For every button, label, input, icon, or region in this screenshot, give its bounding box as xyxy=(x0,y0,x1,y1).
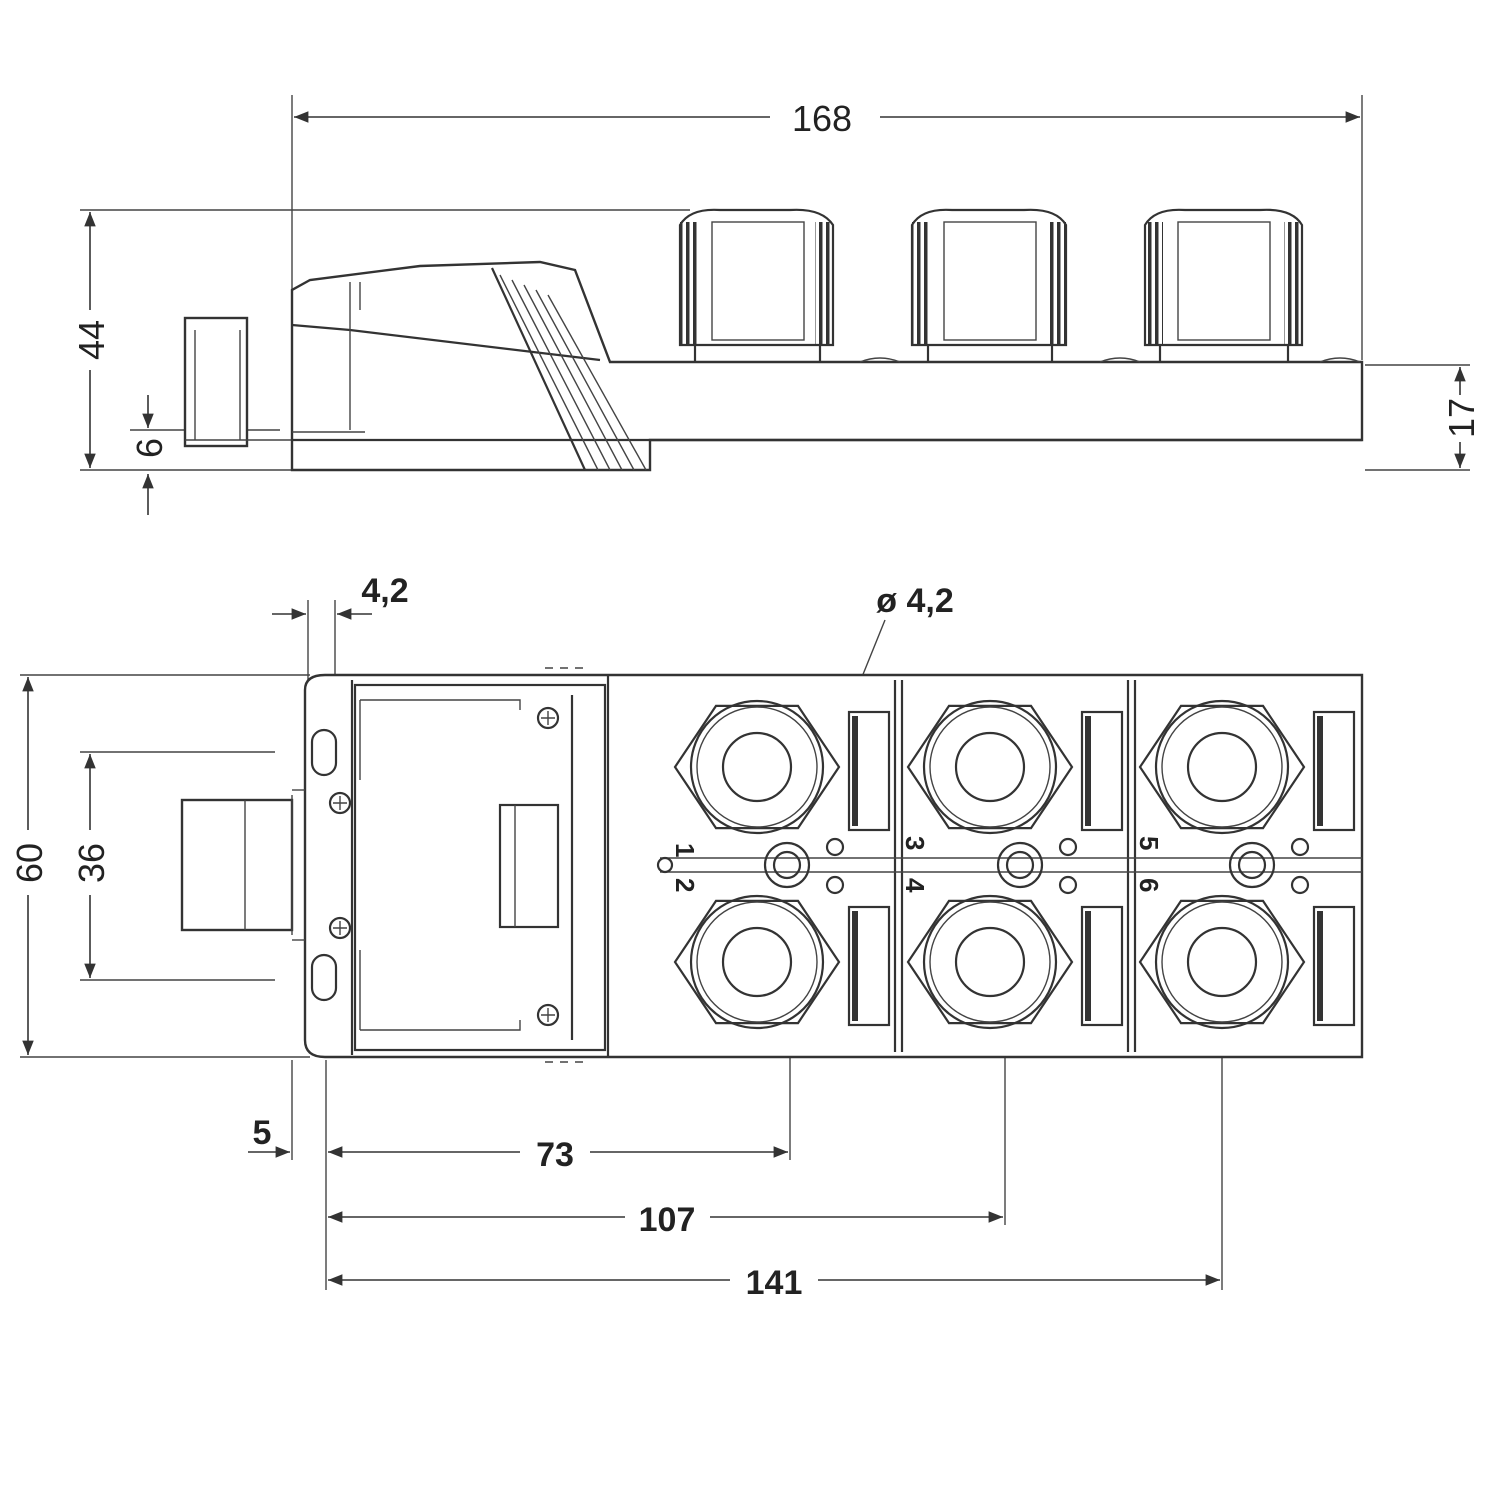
dimension-73: 73 xyxy=(328,1136,788,1174)
dimension-141: 141 xyxy=(328,1264,1220,1302)
mount-hole-width-label: 4,2 xyxy=(361,572,408,610)
port-number-4: 4 xyxy=(900,878,930,893)
base-height-label: 17 xyxy=(1441,398,1482,438)
side-view: 168 44 6 17 xyxy=(71,95,1482,515)
dimension-6: 6 xyxy=(129,395,280,515)
indicator-dot xyxy=(656,856,674,874)
port-number-3: 3 xyxy=(900,836,930,850)
mount-hole-2 xyxy=(996,837,1078,895)
screw xyxy=(328,791,352,815)
port-number-5: 5 xyxy=(1134,836,1164,850)
mount-hole-3 xyxy=(1228,837,1310,895)
port-number-1: 1 xyxy=(670,843,700,857)
dimension-hole-width: 4,2 xyxy=(272,572,409,620)
side-cap-1 xyxy=(678,208,835,362)
side-cap-3 xyxy=(1143,208,1304,362)
screw xyxy=(536,1003,560,1027)
dimension-5: 5 xyxy=(248,1114,290,1158)
side-cap-2 xyxy=(910,208,1068,362)
port-distance-2-label: 107 xyxy=(639,1201,696,1239)
port-number-6: 6 xyxy=(1134,878,1164,892)
port-6 xyxy=(1138,894,1356,1030)
screw xyxy=(536,706,560,730)
port-grid xyxy=(656,699,1356,1030)
mount-hole-diameter-label: ø 4,2 xyxy=(876,582,953,620)
port-distance-3-label: 141 xyxy=(746,1264,803,1302)
connector-offset-label: 6 xyxy=(129,438,170,458)
mount-spacing-label: 36 xyxy=(71,843,112,883)
overall-length-label: 168 xyxy=(792,98,852,139)
edge-offset-label: 5 xyxy=(253,1114,272,1152)
dimension-168: 168 xyxy=(294,98,1360,139)
dimension-44: 44 xyxy=(71,212,112,468)
port-distance-1-label: 73 xyxy=(536,1136,574,1174)
overall-width-label: 60 xyxy=(9,843,50,883)
port-2 xyxy=(673,894,891,1030)
overall-height-label: 44 xyxy=(71,320,112,360)
mount-hole-1 xyxy=(763,837,845,895)
port-5 xyxy=(1138,699,1356,835)
dimension-17: 17 xyxy=(1441,367,1482,468)
port-number-2: 2 xyxy=(670,878,700,892)
port-3 xyxy=(906,699,1124,835)
dimension-60: 60 xyxy=(9,677,50,1055)
dimension-107: 107 xyxy=(328,1201,1003,1239)
screw xyxy=(328,916,352,940)
port-4 xyxy=(906,894,1124,1030)
top-view: 4,2 ø 4,2 60 36 5 73 xyxy=(9,572,1364,1302)
dimension-36: 36 xyxy=(71,754,112,978)
port-1 xyxy=(673,699,891,835)
